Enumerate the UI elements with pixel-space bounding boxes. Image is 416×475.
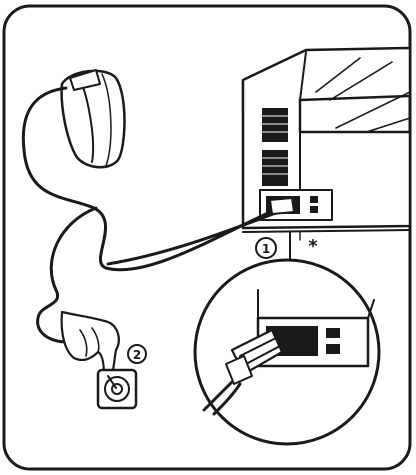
vent-grille-lower bbox=[262, 150, 288, 186]
vent-grille-upper bbox=[262, 108, 288, 142]
step-2-callout: 2 bbox=[128, 345, 146, 363]
step-2-label: 2 bbox=[133, 348, 141, 362]
asterisk-marker: * bbox=[308, 236, 318, 257]
step-1-callout: 1 bbox=[256, 238, 276, 258]
power-outlet-icon bbox=[98, 370, 136, 408]
magnified-detail bbox=[195, 260, 379, 444]
step-1-label: 1 bbox=[262, 242, 270, 256]
device-unit bbox=[243, 48, 410, 240]
plug-icon bbox=[270, 198, 294, 214]
